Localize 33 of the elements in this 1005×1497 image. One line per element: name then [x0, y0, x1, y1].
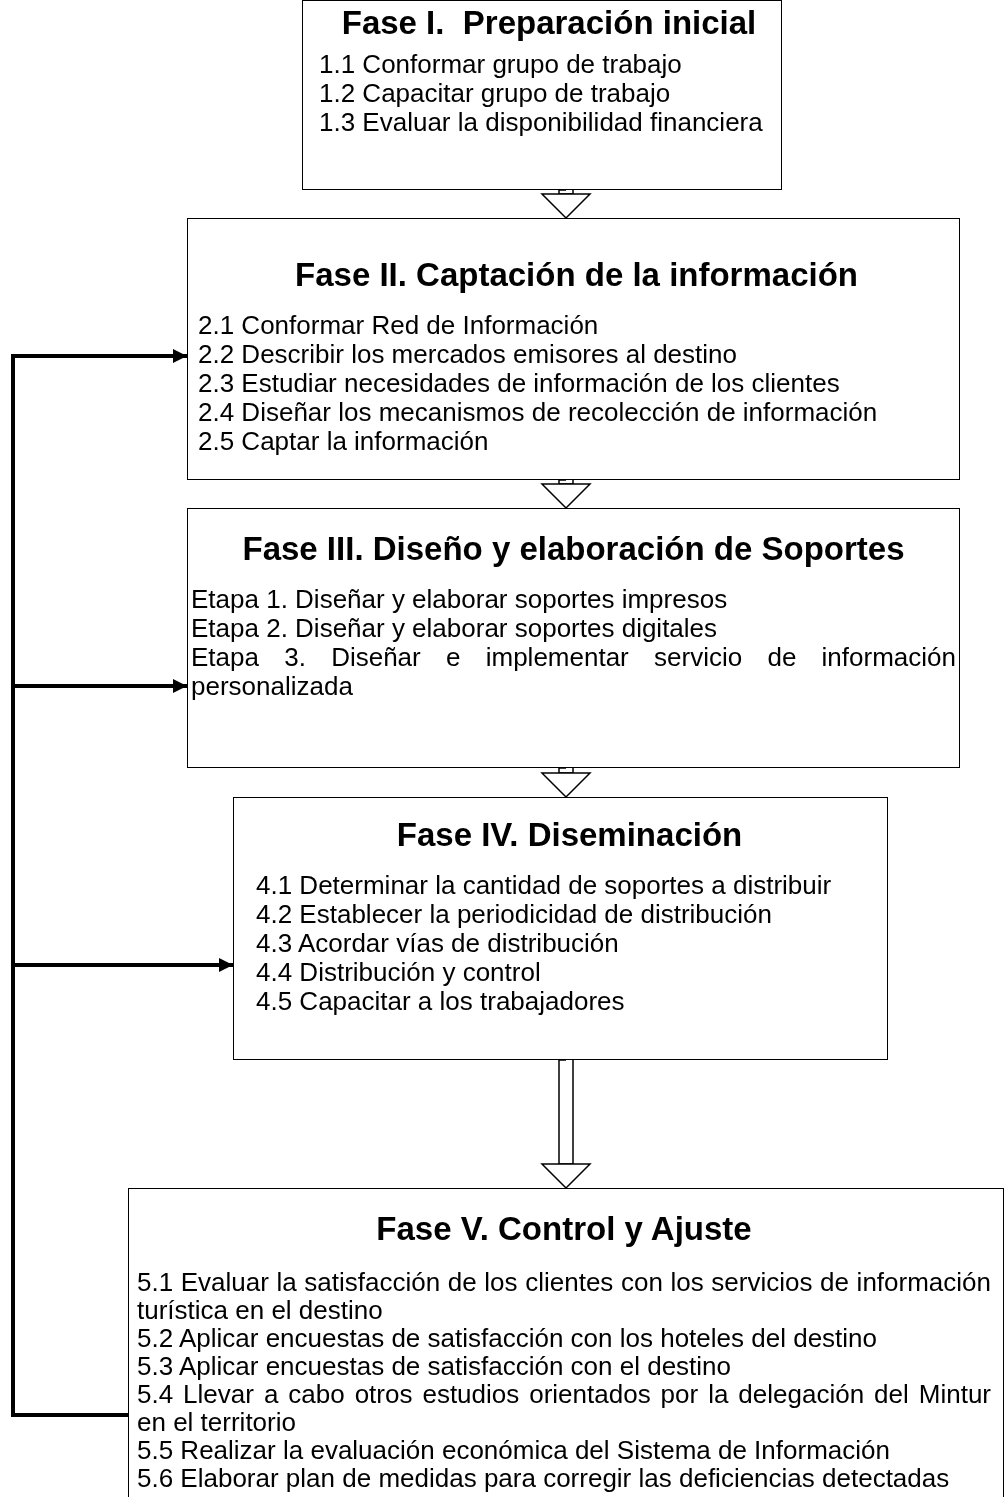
task-text: 5.3 Aplicar encuestas de satisfacción con el destino: [137, 1352, 733, 1380]
task-text: 1.2 Capacitar grupo de trabajo: [319, 79, 672, 108]
phase-title: Fase I. Preparación inicial: [340, 4, 758, 42]
task-text: 2.5 Captar la información: [198, 427, 490, 456]
phase-box: [187, 218, 960, 480]
phase-box: [302, 0, 782, 190]
task-text: 2.1 Conformar Red de Información: [198, 311, 600, 340]
task-text: Etapa 2. Diseñar y elaborar soportes digitales: [191, 614, 719, 643]
phase-title: Fase II. Captación de la información: [294, 256, 859, 294]
phase-box: [187, 508, 960, 768]
task-text: 4.5 Capacitar a los trabajadores: [256, 987, 626, 1016]
task-text: 4.3 Acordar vías de distribución: [256, 929, 620, 958]
task-text: 5.2 Aplicar encuestas de satisfacción con los hoteles del destino: [137, 1324, 878, 1352]
task-text: 5.1 Evaluar la satisfacción de los clientes con los servicios de información turística en el destino: [137, 1268, 991, 1324]
task-text: 4.4 Distribución y control: [256, 958, 542, 987]
task-text: 5.6 Elaborar plan de medidas para corregir las deficiencias detectadas: [137, 1464, 951, 1492]
task-text: 1.1 Conformar grupo de trabajo: [319, 50, 683, 79]
phase-title: Fase III. Diseño y elaboración de Soportes: [241, 530, 906, 568]
task-text: 5.5 Realizar la evaluación económica del Sistema de Información: [137, 1436, 891, 1464]
task-text: 5.4 Llevar a cabo otros estudios orientados por la delegación del Mintur en el territorio: [137, 1380, 991, 1436]
task-text: 4.2 Establecer la periodicidad de distribución: [256, 900, 773, 929]
phase-box: [128, 1188, 1004, 1497]
feedback-arrow: [11, 958, 233, 1417]
task-text: 2.4 Diseñar los mecanismos de recolección de información: [198, 398, 879, 427]
task-text: 2.3 Estudiar necesidades de información de los clientes: [198, 369, 841, 398]
task-text: Etapa 1. Diseñar y elaborar soportes impresos: [191, 585, 729, 614]
phase-box: [233, 797, 888, 1060]
task-text: 1.3 Evaluar la disponibilidad financiera: [319, 108, 764, 137]
phase-title: Fase V. Control y Ajuste: [375, 1210, 753, 1248]
phase-title: Fase IV. Diseminación: [395, 816, 744, 854]
task-text: 2.2 Describir los mercados emisores al destino: [198, 340, 738, 369]
task-text: Etapa 3. Diseñar e implementar servicio de información personalizada: [191, 643, 956, 701]
task-text: 4.1 Determinar la cantidad de soportes a distribuir: [256, 871, 833, 900]
